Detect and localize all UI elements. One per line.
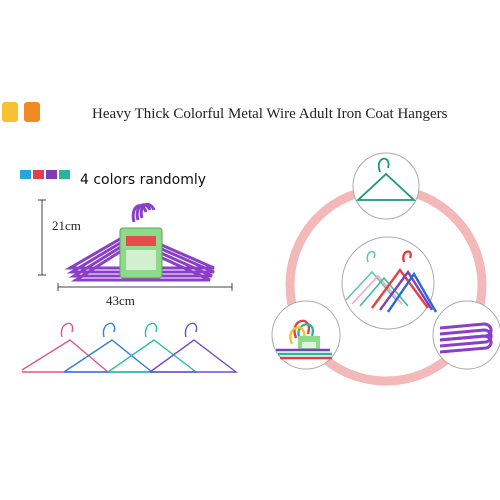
left-detail-circle <box>271 300 341 370</box>
width-dimension-line <box>57 283 233 291</box>
product-title: Heavy Thick Colorful Metal Wire Adult Ir… <box>92 106 448 122</box>
swatch-purple <box>46 170 57 179</box>
top-detail-circle <box>352 152 420 220</box>
bundle-ends <box>439 322 493 354</box>
swatch-red <box>33 170 44 179</box>
pink-hanger <box>21 322 110 373</box>
colorful-hanger-stack <box>345 250 438 313</box>
corner-square-yellow <box>2 102 18 122</box>
corner-square-orange <box>24 102 40 122</box>
colors-label: 4 colors randomly <box>80 172 207 188</box>
swatch-teal <box>59 170 70 179</box>
hook-cluster <box>289 319 315 345</box>
green-hanger <box>355 157 417 201</box>
height-label: 21cm <box>52 218 81 233</box>
height-dimension-line <box>38 199 46 276</box>
swatch-blue <box>20 170 31 179</box>
purple-hanger <box>149 322 239 373</box>
width-label: 43cm <box>106 293 135 308</box>
blue-hanger <box>63 322 154 373</box>
